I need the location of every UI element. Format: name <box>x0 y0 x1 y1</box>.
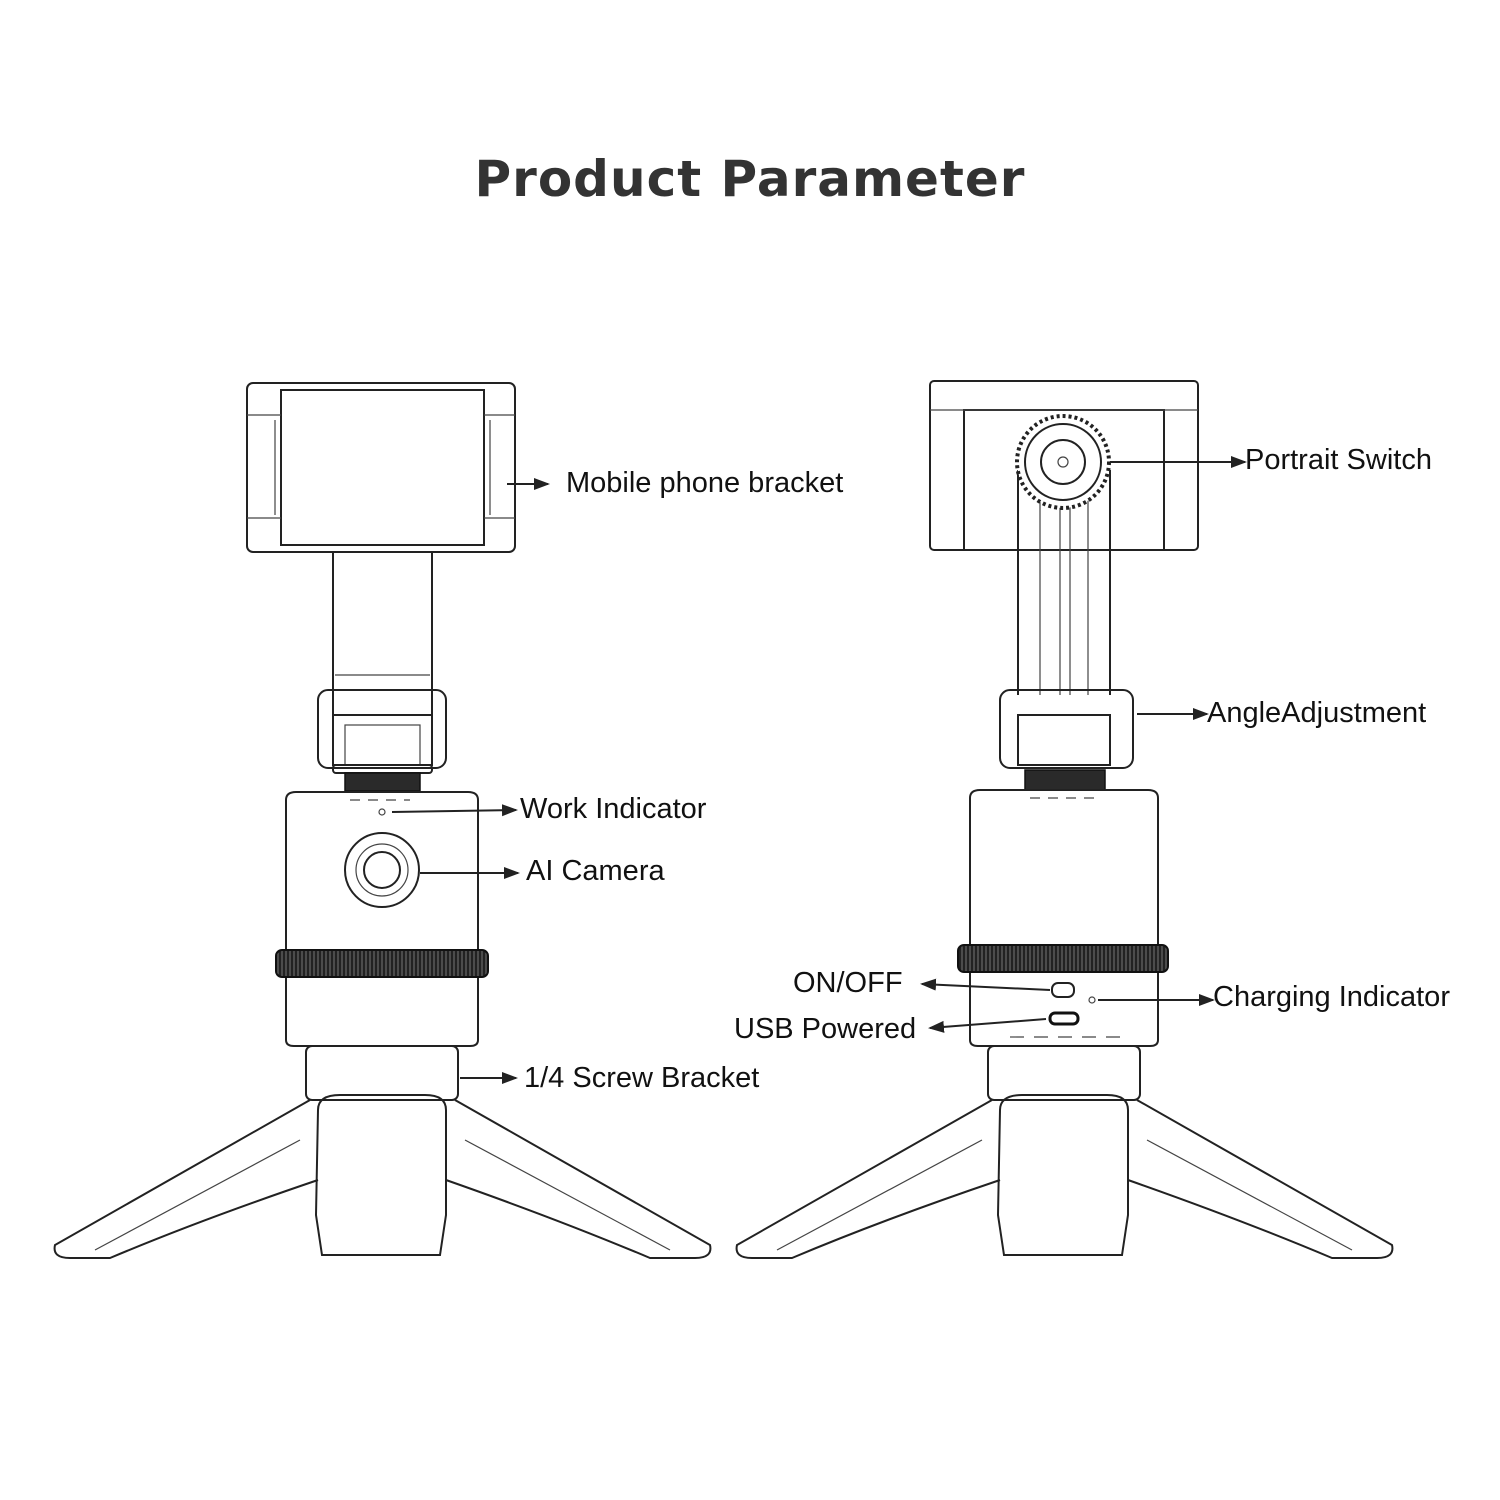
label-usb-powered: USB Powered <box>734 1013 917 1045</box>
back-view-device <box>735 380 1394 1259</box>
label-portrait-switch: Portrait Switch <box>1245 444 1432 476</box>
callout-arrows <box>391 456 1247 1084</box>
usb-port <box>1048 1011 1080 1026</box>
phone-bracket-back <box>929 380 1199 551</box>
power-switch <box>1051 982 1075 998</box>
charging-indicator-led <box>1088 996 1096 1004</box>
label-charging-indicator: Charging Indicator <box>1213 981 1450 1013</box>
label-on-off: ON/OFF <box>793 967 903 999</box>
page-title: Product Parameter <box>474 150 1026 208</box>
tripod-front <box>53 1045 712 1259</box>
clamp-front <box>317 689 447 792</box>
phone-bracket-front <box>246 382 516 553</box>
label-angle-adjustment: AngleAdjustment <box>1207 697 1427 729</box>
body-front <box>275 791 489 1047</box>
front-view-device <box>53 382 712 1259</box>
label-work-indicator: Work Indicator <box>520 793 707 825</box>
arm-back <box>1015 414 1111 695</box>
column-front <box>332 552 433 715</box>
body-back <box>957 789 1169 1047</box>
label-screw-bracket: 1/4 Screw Bracket <box>524 1062 760 1094</box>
label-mobile-phone-bracket: Mobile phone bracket <box>566 467 844 499</box>
label-ai-camera: AI Camera <box>526 855 665 887</box>
clamp-back <box>999 689 1134 791</box>
tripod-back <box>735 1045 1394 1259</box>
